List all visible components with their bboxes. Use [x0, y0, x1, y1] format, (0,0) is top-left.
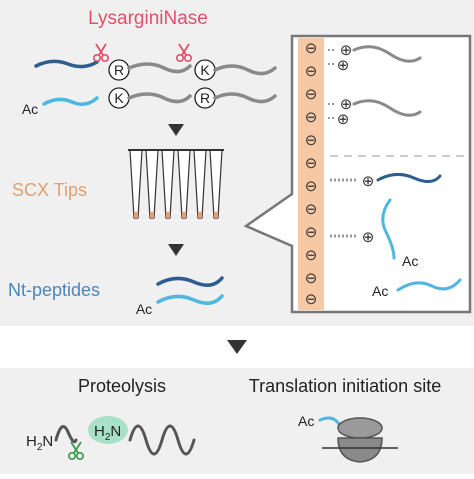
residue-k-label: K — [200, 62, 210, 78]
acetyl-label: Ac — [402, 253, 418, 269]
arrow-down-icon — [168, 124, 184, 136]
arrow-down-icon — [227, 340, 247, 354]
bound-peptide-2: ⊕ ⊕ — [328, 96, 352, 128]
translation-title: Translation initiation site — [249, 376, 441, 396]
residue-r-label: R — [200, 90, 210, 106]
minus-icon: ⊖ — [305, 247, 318, 264]
peptide-gray — [352, 99, 422, 117]
scx-tips — [128, 149, 225, 219]
minus-icon: ⊖ — [305, 201, 318, 218]
acetyl-label: Ac — [136, 301, 152, 317]
peptide-gray — [352, 45, 422, 63]
minus-icon: ⊖ — [305, 291, 318, 308]
minus-icon: ⊖ — [305, 270, 318, 287]
proteolysis-title: Proteolysis — [78, 376, 166, 396]
peptide-light-blue — [396, 278, 462, 292]
plus-icon: ⊕ — [340, 42, 353, 59]
h2n-label: H2N — [94, 423, 121, 443]
plus-icon: ⊕ — [362, 173, 375, 190]
ribosome-large — [337, 437, 383, 463]
highlight-blob — [88, 416, 128, 444]
protein-wave — [128, 424, 196, 456]
peptide-light-blue — [42, 96, 99, 106]
peptide-gray — [213, 92, 277, 104]
minus-icon: ⊖ — [305, 63, 318, 80]
minus-icon: ⊖ — [305, 40, 318, 57]
peptide-light-blue — [381, 198, 396, 260]
peptide-dark-blue — [156, 276, 224, 287]
plus-icon: ⊕ — [337, 57, 350, 74]
minus-icon: ⊖ — [305, 109, 318, 126]
arrow-down-icon — [168, 244, 184, 256]
h2n-label: H2N — [26, 433, 53, 453]
scx-tips-label: SCX Tips — [12, 180, 87, 200]
minus-icon: ⊖ — [305, 178, 318, 195]
plus-icon: ⊕ — [337, 111, 350, 128]
resin-charges: ⊖ ⊖ ⊖ ⊖ ⊖ ⊖ ⊖ ⊖ ⊖ ⊖ ⊖ ⊖ — [305, 40, 318, 308]
minus-icon: ⊖ — [305, 86, 318, 103]
peptide-dark-blue — [34, 59, 99, 69]
ribosome-small — [337, 417, 383, 439]
plus-icon: ⊕ — [340, 96, 353, 113]
resin-strip — [298, 38, 324, 310]
minus-icon: ⊖ — [305, 155, 318, 172]
peptide-gray — [213, 64, 277, 76]
enzyme-title: LysarginiNase — [88, 8, 208, 29]
acetyl-label: Ac — [372, 283, 388, 299]
minus-icon: ⊖ — [305, 224, 318, 241]
residue-k-label: K — [114, 90, 124, 106]
nt-peptides-label: Nt-peptides — [8, 280, 100, 300]
acetyl-label: Ac — [298, 413, 314, 429]
residue-r-circle — [108, 59, 130, 81]
residue-r-label: R — [114, 62, 124, 78]
acetyl-label: Ac — [22, 101, 38, 117]
bound-peptide-1: ⊕ ⊕ — [328, 42, 352, 74]
peptide-light-blue — [156, 294, 224, 305]
peptide-dark-blue — [376, 173, 442, 183]
peptide-gray — [127, 62, 192, 74]
plus-icon: ⊕ — [362, 229, 375, 246]
peptide-fragment — [54, 425, 78, 444]
peptide-gray — [127, 92, 192, 104]
applications-panel — [0, 368, 474, 474]
minus-icon: ⊖ — [305, 132, 318, 149]
